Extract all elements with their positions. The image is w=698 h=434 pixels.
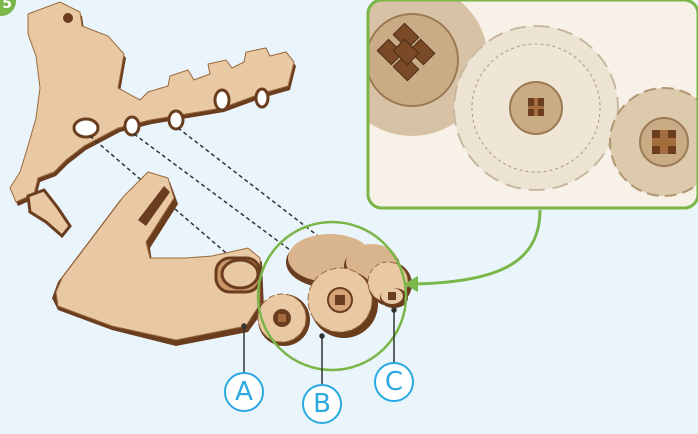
step-number-label: 5 — [2, 0, 12, 12]
curved-arrow-icon — [404, 209, 542, 292]
lower-base-plate — [52, 171, 264, 346]
callout-c: C — [374, 362, 414, 402]
gear-cluster — [257, 234, 412, 346]
inset-middle-gear — [453, 25, 619, 191]
gear-a — [257, 293, 310, 346]
callout-b-label: B — [313, 389, 331, 419]
zoom-inset — [366, 0, 698, 210]
upper-frame-plate — [9, 1, 296, 239]
callout-leaders — [241, 307, 397, 384]
callout-c-label: C — [384, 367, 404, 397]
inset-large-gear — [368, 0, 488, 136]
inset-small-gear — [609, 87, 698, 197]
callout-b: B — [302, 384, 342, 424]
zoom-ring — [256, 220, 408, 372]
callout-a: A — [224, 372, 264, 412]
callout-a-label: A — [235, 377, 253, 407]
gear-b — [307, 267, 378, 338]
